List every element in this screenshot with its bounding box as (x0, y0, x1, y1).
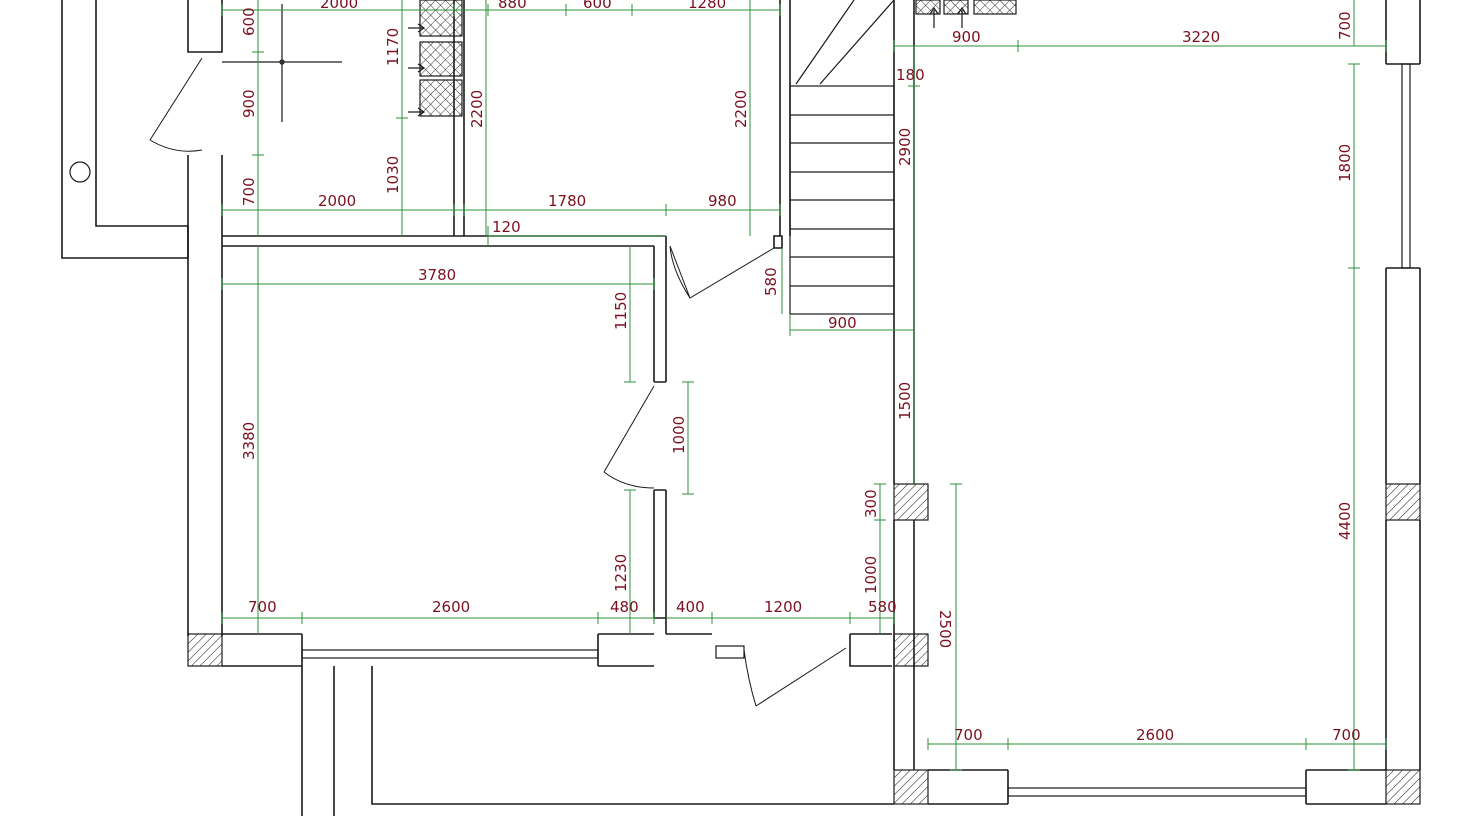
left-outer-wall (187, 0, 223, 636)
window-bottom-right-frame (1007, 770, 1307, 804)
top-partition-wall-a (453, 0, 465, 236)
dim-top-600b: 600 (583, 0, 612, 12)
bottom-left-wall (222, 633, 654, 667)
dim-v-1150: 1150 (612, 292, 630, 330)
dim-right-700-top: 700 (1336, 11, 1354, 40)
dim-v-1500: 1500 (896, 382, 914, 420)
top-partition-wall-b (779, 0, 791, 236)
entrance-door (149, 57, 203, 152)
big-room-right-wall (1385, 0, 1421, 770)
crosshair-marker (222, 4, 342, 122)
window-right-frame (1386, 63, 1420, 269)
bottom-entry-door (743, 647, 847, 707)
dim-h-980: 980 (708, 192, 737, 210)
column-bottom-right-a (893, 769, 929, 805)
dim-h-1200: 1200 (764, 598, 802, 616)
dim-left-600: 600 (240, 7, 258, 36)
dimension-lines (221, 0, 1387, 771)
dim-top-3220: 3220 (1182, 28, 1220, 46)
dim-top-880: 880 (498, 0, 527, 12)
porch-outline (61, 0, 189, 259)
dim-h-900-stairs: 900 (828, 314, 857, 332)
dim-h-480: 480 (610, 598, 639, 616)
dim-v-2900: 2900 (896, 128, 914, 166)
dim-v-4400: 4400 (1336, 502, 1354, 540)
window-right (1401, 63, 1411, 269)
chimney-arrows (408, 23, 426, 117)
dim-h-3780: 3780 (418, 266, 456, 284)
room-divider-wall (653, 246, 667, 619)
dim-top-2000: 2000 (320, 0, 358, 12)
column-middle-left (893, 483, 929, 521)
dim-h-700-right-a: 700 (954, 726, 983, 744)
dim-h-700-right-b: 700 (1332, 726, 1361, 744)
crosshair-center (279, 59, 285, 65)
dim-v-580: 580 (762, 267, 780, 296)
interior-door (603, 385, 655, 489)
dim-h-2600-left: 2600 (432, 598, 470, 616)
window-bottom-right (1007, 787, 1307, 797)
dim-h-400: 400 (676, 598, 705, 616)
chimney-block-3 (419, 79, 463, 117)
dim-v-300: 300 (862, 489, 880, 518)
bottom-corridor-wall (665, 618, 892, 635)
dim-v-2500: 2500 (936, 610, 954, 648)
dim-top-900: 900 (952, 28, 981, 46)
dim-v-1230: 1230 (612, 554, 630, 592)
dim-v-180: 180 (896, 66, 925, 84)
window-bottom-left-frame (301, 634, 894, 816)
dim-h-2000-mid: 2000 (318, 192, 356, 210)
dim-v-1800: 1800 (1336, 144, 1354, 182)
corridor-door (669, 245, 775, 299)
dim-v-1170: 1170 (384, 28, 402, 66)
dim-h-120: 120 (492, 218, 521, 236)
dim-h-700-left: 700 (248, 598, 277, 616)
dim-left-900: 900 (240, 89, 258, 118)
entry-jamb (849, 634, 892, 667)
dim-v-1000-low: 1000 (862, 556, 880, 594)
stair-wall-stub (773, 235, 783, 249)
dim-h-580: 580 (868, 598, 897, 616)
chimney-top-arrows (929, 6, 967, 28)
entry-step (715, 645, 745, 659)
dim-v-2200-a: 2200 (468, 90, 486, 128)
middle-horizontal-wall (222, 235, 667, 247)
dim-v-3380: 3380 (240, 422, 258, 460)
staircase (789, 0, 895, 315)
dimension-labels: 2000 880 600 1280 900 3220 700 600 900 7… (240, 0, 1361, 744)
dim-h-2600-right: 2600 (1136, 726, 1174, 744)
big-room-bottom-wall (928, 769, 1386, 805)
dim-v-1030: 1030 (384, 156, 402, 194)
dim-v-2200-b: 2200 (732, 90, 750, 128)
porch-column-icon (69, 161, 91, 183)
column-middle-right (1385, 483, 1421, 521)
dim-left-700: 700 (240, 177, 258, 206)
chimney-block-2 (419, 41, 463, 77)
walls (61, 0, 1421, 816)
column-bottom-right-b (1385, 769, 1421, 805)
dim-h-1780: 1780 (548, 192, 586, 210)
window-bottom-left (301, 649, 599, 659)
dim-v-1000-door: 1000 (670, 416, 688, 454)
chimney-block-1 (419, 0, 463, 37)
dim-top-1280: 1280 (688, 0, 726, 12)
corner-column-bottom-left (187, 633, 223, 667)
column-bottom-corridor (893, 633, 929, 667)
chimney-top-right-c (973, 0, 1017, 15)
